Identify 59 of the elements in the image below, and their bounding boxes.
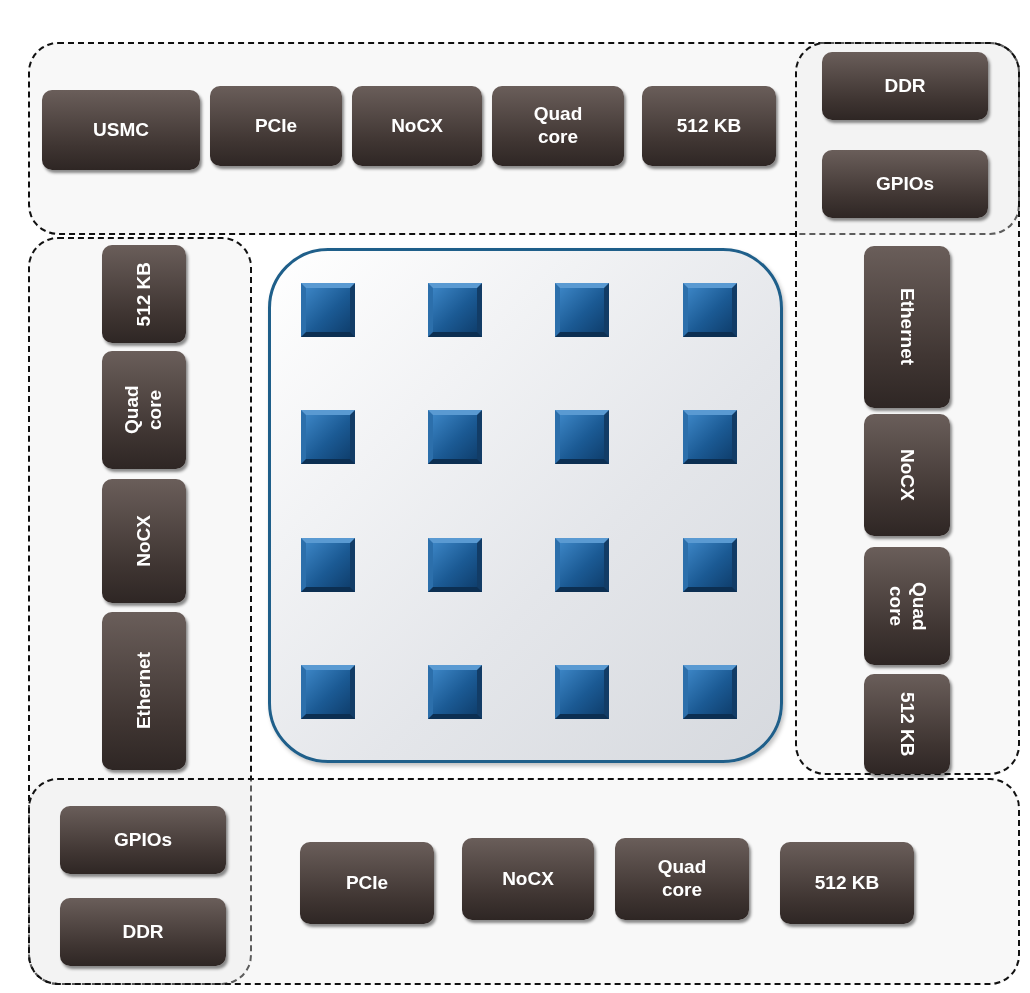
module-block (102, 351, 186, 469)
module-block (60, 806, 226, 874)
module-block (642, 86, 776, 166)
module-block (210, 86, 342, 166)
block-label: USMC (93, 118, 149, 142)
block-label: NoCX (896, 449, 919, 501)
module-block (102, 245, 186, 343)
module-block (352, 86, 482, 166)
core-tile (301, 283, 355, 337)
block-label: 512 KB (676, 114, 742, 138)
block-label: DDR (122, 920, 164, 944)
core-tile (683, 538, 737, 592)
core-array-panel (268, 248, 783, 763)
module-block (462, 838, 594, 920)
core-tile (301, 410, 355, 464)
block-label: GPIOs (113, 828, 173, 852)
core-tile (301, 538, 355, 592)
module-block (60, 898, 226, 966)
block-label: 512 KB (814, 871, 880, 895)
core-tile (683, 283, 737, 337)
block-label: PCIe (345, 871, 389, 895)
block-label: PCIe (254, 114, 298, 138)
core-tile (555, 538, 609, 592)
module-block (102, 612, 186, 770)
block-label: NoCX (502, 867, 554, 891)
block-label: NoCX (132, 515, 155, 567)
core-tile (683, 410, 737, 464)
core-tile (555, 283, 609, 337)
block-label: GPIOs (875, 172, 935, 196)
block-label: Quad core (656, 856, 708, 902)
block-label: NoCX (391, 114, 443, 138)
block-label: Quad core (885, 580, 930, 633)
core-tile (555, 410, 609, 464)
module-block (864, 246, 950, 408)
module-block (822, 150, 988, 218)
core-tile (301, 665, 355, 719)
module-block (615, 838, 749, 920)
module-block (780, 842, 914, 924)
block-label: DDR (884, 74, 926, 98)
module-block (42, 90, 200, 170)
core-tile (428, 538, 482, 592)
core-tile (428, 410, 482, 464)
module-block (300, 842, 434, 924)
module-block (102, 479, 186, 603)
core-tile (428, 283, 482, 337)
block-label: Ethernet (896, 288, 919, 366)
core-tile (683, 665, 737, 719)
block-label: Quad core (532, 103, 584, 149)
module-block (492, 86, 624, 166)
core-tile (428, 665, 482, 719)
block-label: 512 KB (132, 261, 155, 327)
block-label: 512 KB (896, 691, 919, 757)
block-label: Ethernet (132, 652, 155, 730)
module-block (864, 674, 950, 774)
block-label: Quad core (121, 384, 166, 437)
core-tile (555, 665, 609, 719)
module-block (864, 547, 950, 665)
module-block (864, 414, 950, 536)
module-block (822, 52, 988, 120)
